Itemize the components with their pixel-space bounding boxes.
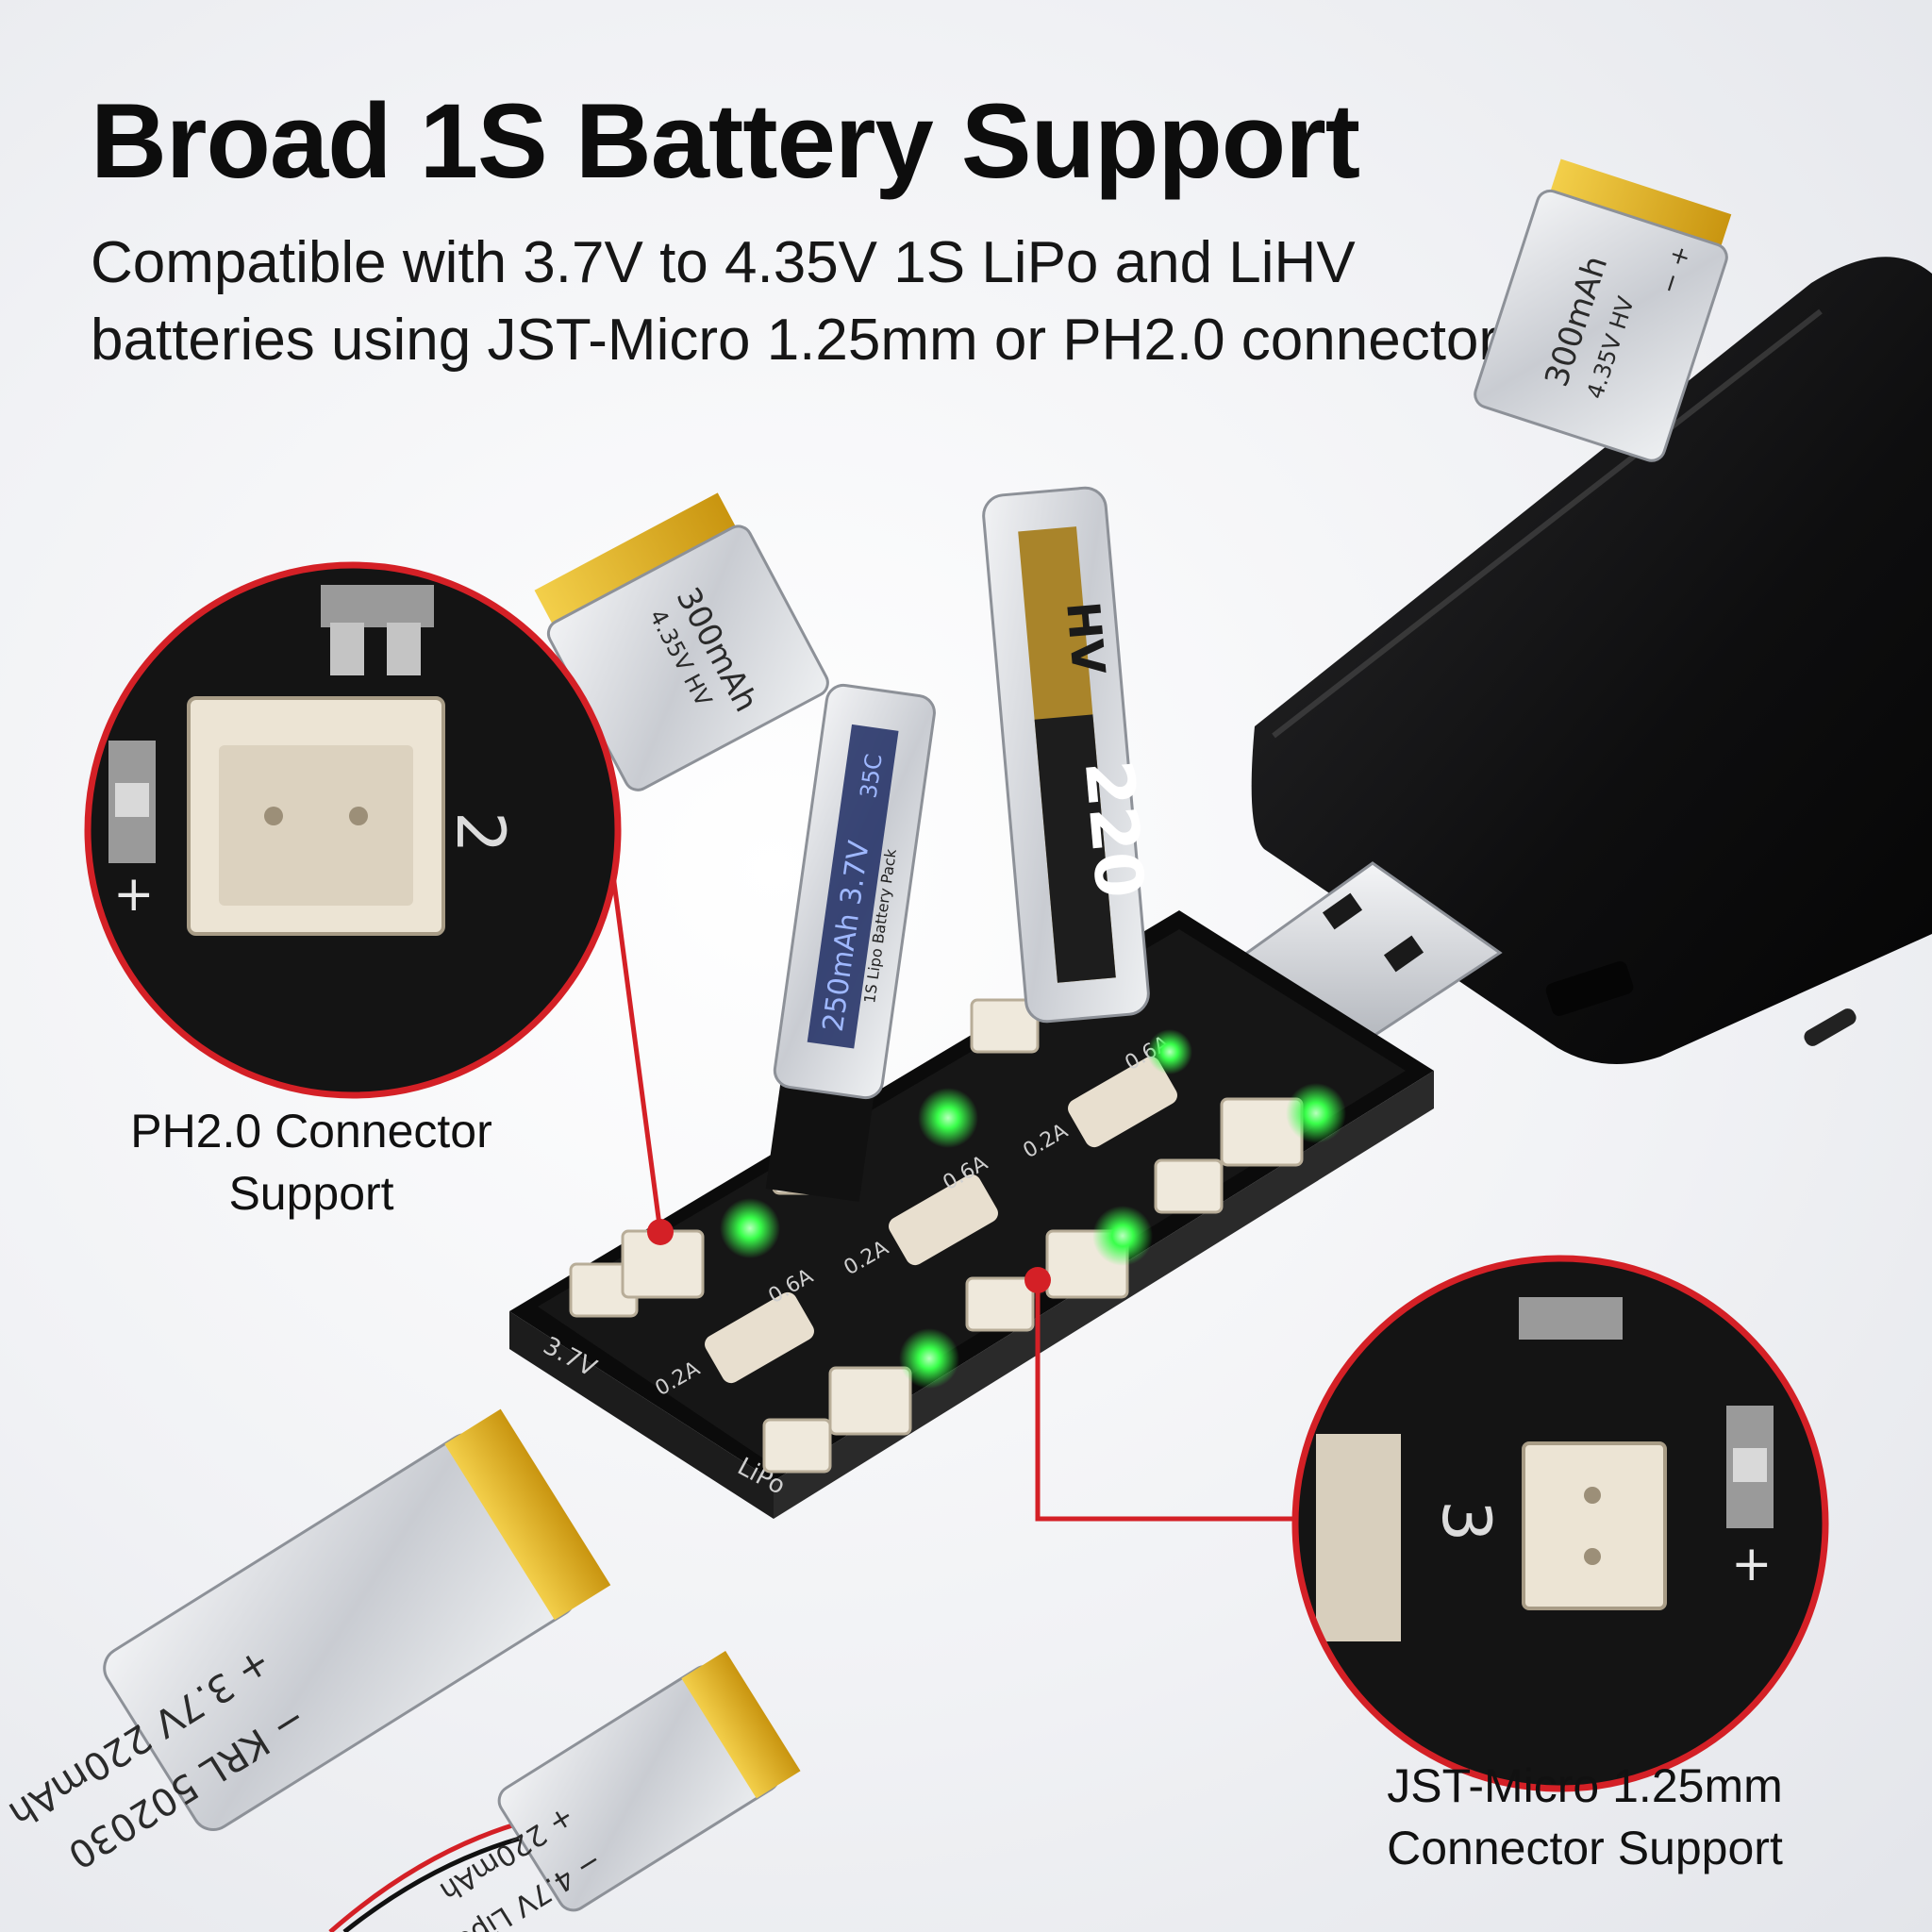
- switch-block: [705, 1056, 1177, 1384]
- battery-tall-rating: HV: [1056, 599, 1115, 676]
- subtitle: Compatible with 3.7V to 4.35V 1S LiPo an…: [91, 230, 1544, 373]
- charger-board: 3.7V LiPo 0.6A 0.2A 0.6A 0.2A 0.6A 0.2A: [509, 910, 1434, 1519]
- battery-upright-small: 250mAh 3.7V 35C 1S Lipo Battery Pack: [765, 683, 936, 1202]
- jst-zoom-circle: + 3: [1291, 1255, 1829, 1792]
- jst-callout-label: JST-Micro 1.25mm Connector Support: [1387, 1759, 1783, 1874]
- power-bank: [1251, 257, 1932, 1064]
- battery-small-rating: 35C: [855, 752, 887, 800]
- battery-mid-left: 300mAh 4.35V HV: [534, 492, 829, 791]
- headline: Broad 1S Battery Support: [91, 82, 1360, 200]
- svg-text:+: +: [113, 866, 155, 923]
- svg-text:3: 3: [1427, 1500, 1505, 1542]
- battery-tall-capacity: 220: [1070, 758, 1158, 902]
- battery-upright-tall: 220 HV: [982, 486, 1158, 1024]
- ph2-zoom-circle: + 2: [84, 561, 622, 1099]
- svg-text:+: +: [1731, 1536, 1773, 1592]
- battery-top-right: 300mAh 4.35V HV − +: [1474, 158, 1732, 462]
- ph2-callout-label: PH2.0 Connector Support: [130, 1105, 492, 1220]
- svg-text:2: 2: [441, 811, 519, 854]
